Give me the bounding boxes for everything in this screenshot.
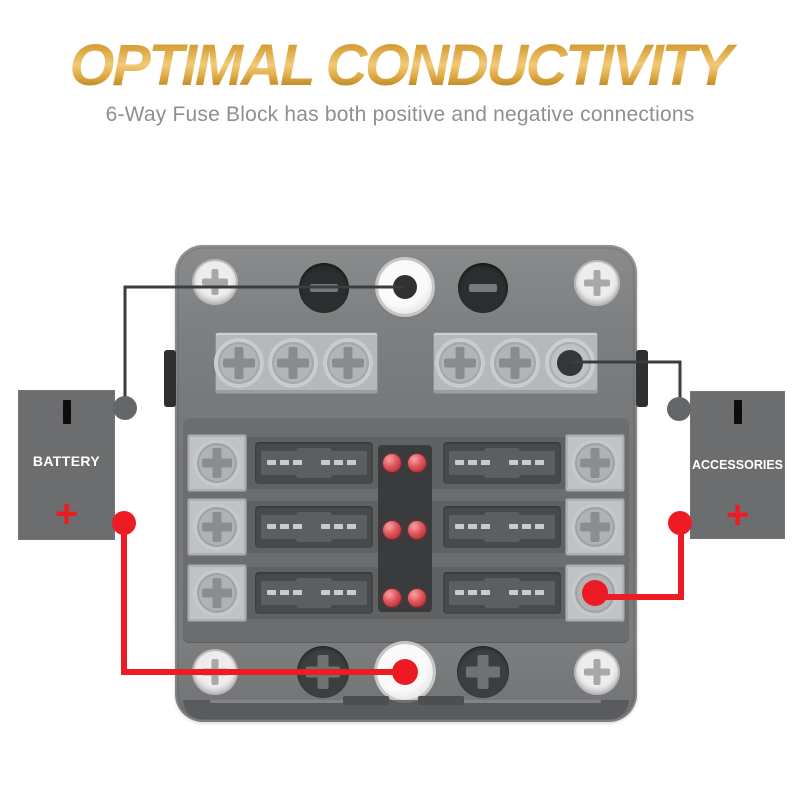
negative-wire-terminal [545, 338, 595, 388]
fuse-terminal-screw-icon [571, 439, 619, 487]
fuse-contact-marks [321, 460, 359, 465]
positive-bus-terminal [377, 644, 433, 700]
base-seam [463, 700, 601, 703]
screw-pad [566, 565, 624, 621]
negative-terminal-icon [62, 400, 71, 424]
wire-junction-node-positive [112, 511, 136, 535]
fuse-terminal-screw-icon [193, 569, 241, 617]
fuse-slot [443, 506, 561, 548]
fuse-contact-marks [455, 590, 493, 595]
battery-label: BATTERY [32, 453, 101, 469]
mounting-tab-left [164, 350, 176, 407]
terminal-hole [393, 275, 417, 299]
wire-junction-node-negative [113, 396, 137, 420]
positive-terminal-icon: + [54, 492, 79, 536]
strip-screw-icon [268, 338, 318, 388]
screw-pad [566, 435, 624, 491]
negative-cover-slot-icon [299, 263, 349, 313]
led-indicator-icon [383, 521, 401, 539]
fuse-terminal-screw-icon [571, 503, 619, 551]
base-notch [343, 696, 389, 705]
led-indicator-icon [408, 589, 426, 607]
fuse-contact-marks [267, 524, 305, 529]
cover-screw-icon [194, 651, 236, 693]
fuse-contact-marks [509, 524, 547, 529]
led-indicator-icon [383, 454, 401, 472]
battery-box: BATTERY + [18, 390, 115, 540]
strip-screw-icon [435, 338, 485, 388]
base-seam [210, 700, 348, 703]
strip-screw-icon [214, 338, 264, 388]
fuse-contact-marks [267, 590, 305, 595]
base-notch [418, 696, 464, 705]
negative-cover-slot-icon [458, 263, 508, 313]
positive-wire-contact [582, 580, 608, 606]
fuse-contact-marks [321, 590, 359, 595]
block-base [183, 700, 629, 719]
wire-junction-node-positive [668, 511, 692, 535]
negative-terminal-icon [733, 400, 742, 424]
fuse-block [164, 245, 648, 722]
screw-pad [566, 499, 624, 555]
cover-screw-icon [576, 262, 618, 304]
page-title: OPTIMAL CONDUCTIVITY [0, 34, 800, 98]
positive-output-terminal [571, 569, 619, 617]
fuse-slot [255, 572, 373, 614]
terminal-hole-red [392, 659, 418, 685]
fuse-slot [255, 442, 373, 484]
screw-pad [188, 499, 246, 555]
strip-screw-icon [490, 338, 540, 388]
fuse-slot [255, 506, 373, 548]
fuse-contact-marks [267, 460, 305, 465]
accessories-label: ACCESSORIES [692, 458, 783, 472]
led-indicator-icon [408, 521, 426, 539]
fuse-contact-marks [509, 460, 547, 465]
fuse-terminal-screw-icon [193, 503, 241, 551]
positive-cover-slot-icon [297, 646, 349, 698]
fuse-contact-marks [321, 524, 359, 529]
fuse-terminal-screw-icon [193, 439, 241, 487]
positive-cover-slot-icon [457, 646, 509, 698]
wire-junction-node-negative [667, 397, 691, 421]
accessories-box: ACCESSORIES + [690, 391, 785, 539]
led-indicator-icon [383, 589, 401, 607]
led-indicator-icon [408, 454, 426, 472]
fuse-contact-marks [509, 590, 547, 595]
mounting-tab-right [636, 350, 648, 407]
positive-terminal-icon: + [725, 493, 750, 537]
cover-screw-icon [194, 261, 236, 303]
negative-bus-terminal [378, 260, 432, 314]
fuse-slot [443, 572, 561, 614]
fuse-slot [443, 442, 561, 484]
fuse-contact-marks [455, 460, 493, 465]
screw-pad [188, 565, 246, 621]
screw-pad [188, 435, 246, 491]
fuse-contact-marks [455, 524, 493, 529]
cover-screw-icon [576, 651, 618, 693]
page-subtitle: 6-Way Fuse Block has both positive and n… [105, 103, 695, 126]
strip-screw-icon [323, 338, 373, 388]
